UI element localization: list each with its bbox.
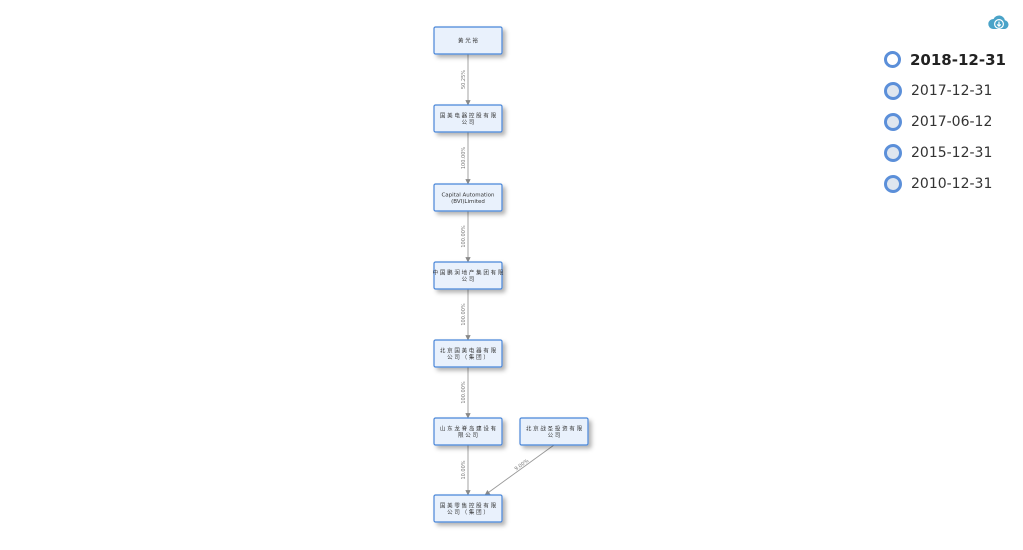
node-label: 公 司 — [548, 432, 561, 439]
edge-percent-label: 100.00% — [461, 303, 467, 325]
radio-icon[interactable] — [884, 81, 902, 100]
diagram-node[interactable]: 中 国 鹏 润 地 产 集 团 有 限公 司 — [433, 261, 504, 290]
node-box — [519, 417, 589, 446]
timeline-item[interactable]: 2015-12-31 — [884, 137, 1006, 168]
radio-icon[interactable] — [884, 143, 902, 162]
radio-selected-icon[interactable] — [884, 51, 901, 68]
node-label: 公 司 （ 集 团 ） — [447, 508, 489, 516]
timeline-date-label: 2017-06-12 — [911, 113, 993, 130]
radio-icon[interactable] — [884, 112, 902, 131]
node-label: 北 京 国 美 电 器 有 限 — [440, 346, 497, 354]
diagram-node[interactable]: 国 美 零 售 控 股 有 限公 司 （ 集 团 ） — [433, 494, 503, 523]
diagram-node[interactable]: 山 东 龙 脊 岛 建 设 有限 公 司 — [433, 417, 503, 446]
node-label: 国 美 电 器 控 股 有 限 — [440, 111, 497, 119]
radio-icon[interactable] — [884, 174, 902, 193]
edge-arrow — [484, 444, 555, 496]
node-box — [433, 261, 503, 290]
edge-percent-label: 100.00% — [461, 147, 467, 169]
node-label: 北 京 战 圣 投 资 有 限 — [526, 424, 583, 432]
diagram-node[interactable]: 黄 光 裕 — [433, 26, 503, 55]
diagram-node[interactable]: 北 京 战 圣 投 资 有 限公 司 — [519, 417, 589, 446]
node-label: 公 司 （ 集 团 ） — [447, 353, 489, 361]
node-label: 黄 光 裕 — [458, 37, 478, 45]
node-label: 中 国 鹏 润 地 产 集 团 有 限 — [433, 268, 504, 276]
node-box — [433, 26, 503, 55]
diagram-node[interactable]: Capital Automation(BVI)Limited — [433, 183, 503, 212]
node-box — [433, 494, 503, 523]
edge-percent-label: 100.00% — [461, 381, 467, 403]
timeline-date-label: 2018-12-31 — [910, 50, 1006, 69]
node-box — [433, 339, 503, 368]
node-label: 公 司 — [462, 276, 475, 283]
timeline-item[interactable]: 2017-06-12 — [884, 106, 1006, 137]
edge-percent-label: 100.00% — [461, 225, 467, 247]
node-label: 公 司 — [462, 119, 475, 126]
node-box — [433, 104, 503, 133]
timeline-date-label: 2010-12-31 — [911, 175, 993, 192]
node-label: 国 美 零 售 控 股 有 限 — [440, 501, 497, 509]
node-box — [433, 183, 503, 212]
download-button[interactable] — [987, 12, 1011, 34]
cloud-download-icon — [988, 15, 1009, 30]
timeline-date-label: 2015-12-31 — [911, 144, 993, 161]
timeline-item[interactable]: 2010-12-31 — [884, 168, 1006, 199]
node-label: Capital Automation — [441, 192, 495, 198]
node-label: 山 东 龙 脊 岛 建 设 有 — [440, 424, 497, 432]
diagram-node[interactable]: 北 京 国 美 电 器 有 限公 司 （ 集 团 ） — [433, 339, 503, 368]
timeline-item[interactable]: 2017-12-31 — [884, 75, 1006, 106]
node-label: (BVI)Limited — [451, 199, 485, 205]
date-timeline: 2018-12-31 2017-12-31 2017-06-12 2015-12-31… — [884, 44, 1006, 199]
diagram-node[interactable]: 国 美 电 器 控 股 有 限公 司 — [433, 104, 503, 133]
timeline-date-label: 2017-12-31 — [911, 82, 993, 99]
edge-percent-label: 9.00% — [514, 458, 531, 472]
timeline-item[interactable]: 2018-12-31 — [884, 44, 1006, 75]
edge-percent-label: 10.00% — [461, 460, 467, 479]
node-label: 限 公 司 — [458, 431, 478, 439]
node-box — [433, 417, 503, 446]
edge-percent-label: 50.25% — [461, 70, 467, 89]
